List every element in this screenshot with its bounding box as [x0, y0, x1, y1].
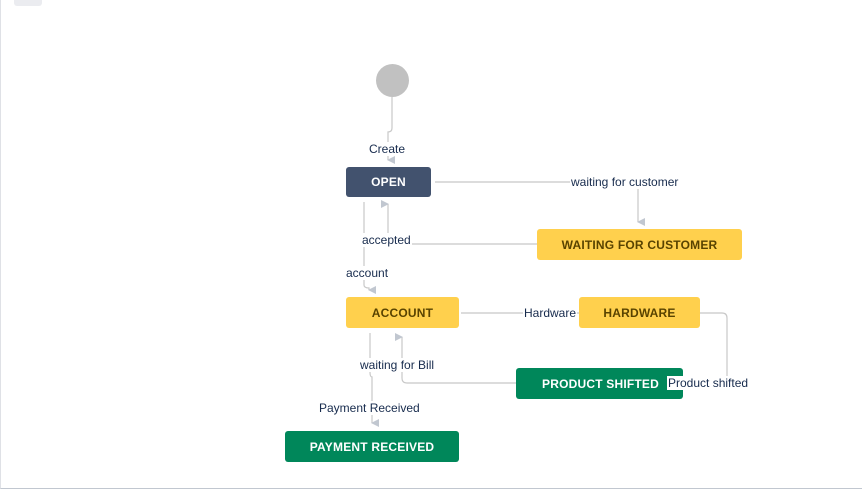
transition-label-create[interactable]: Create	[368, 142, 407, 156]
status-product-shifted[interactable]: PRODUCT SHIFTED	[516, 368, 683, 399]
edge-hardware-product-shifted	[683, 312, 728, 384]
status-account[interactable]: ACCOUNT	[346, 297, 459, 328]
edge-payment-received	[369, 333, 379, 427]
edge-account	[363, 202, 376, 294]
transition-label-hardware[interactable]: Hardware	[523, 306, 578, 320]
status-open[interactable]: OPEN	[346, 167, 431, 197]
status-payment-received[interactable]: PAYMENT RECEIVED	[285, 431, 459, 462]
start-node[interactable]	[376, 64, 409, 97]
transition-label-waiting-for-bill[interactable]: waiting for Bill	[359, 358, 436, 372]
transition-label-payment-received[interactable]: Payment Received	[318, 401, 421, 415]
status-hardware[interactable]: HARDWARE	[579, 297, 700, 328]
toolbar-tab[interactable]	[14, 0, 42, 6]
edge-create	[387, 97, 395, 164]
transition-label-waiting-for-customer[interactable]: waiting for customer	[570, 175, 680, 189]
transition-label-account[interactable]: account	[345, 266, 390, 280]
transition-label-product-shifted[interactable]: Product shifted	[667, 376, 750, 390]
edge-waiting-for-bill	[395, 333, 516, 384]
transition-label-accepted[interactable]: accepted	[361, 233, 412, 247]
status-waiting-for-customer[interactable]: WAITING FOR CUSTOMER	[537, 229, 742, 260]
